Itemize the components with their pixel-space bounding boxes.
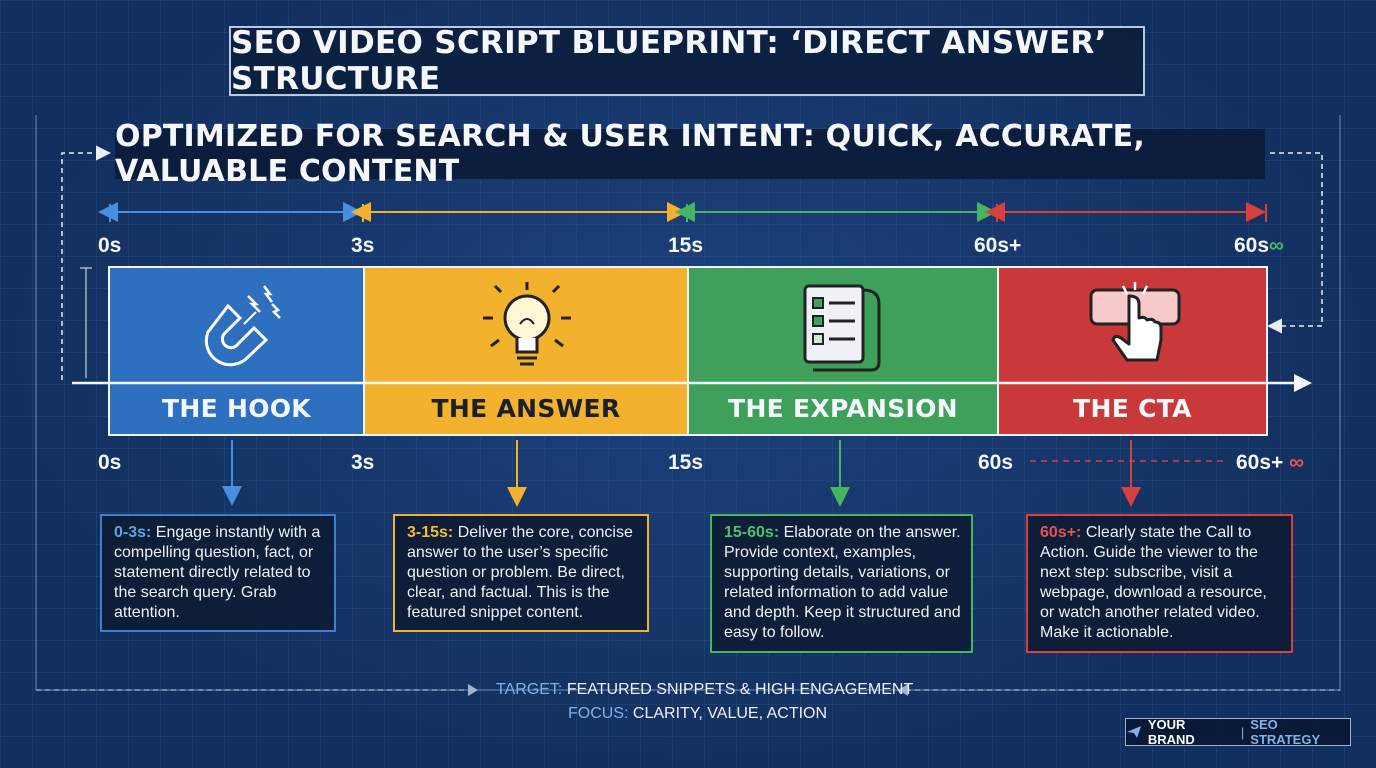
- description-hook: 0-3s: Engage instantly with a compelling…: [100, 514, 336, 632]
- footer-target: TARGET: FEATURED SNIPPETS & HIGH ENGAGEM…: [496, 681, 914, 698]
- paper-plane-icon: [1127, 726, 1141, 738]
- brand-name: YOUR BRAND: [1147, 717, 1195, 747]
- magnet-icon: [204, 285, 281, 367]
- segment-hook-label: THE HOOK: [162, 394, 311, 423]
- infinity-icon: ∞: [1289, 451, 1305, 474]
- segment-answer-label: THE ANSWER: [431, 394, 621, 423]
- checklist-icon: [803, 284, 881, 372]
- footer-focus: FOCUS: CLARITY, VALUE, ACTION: [568, 705, 828, 722]
- segment-expansion: THE EXPANSION: [687, 266, 999, 436]
- top-time-60: 60s∞: [1234, 234, 1285, 257]
- description-answer: 3-15s: Deliver the core, concise answer …: [393, 514, 649, 632]
- bottom-time-15: 15s: [668, 451, 704, 474]
- segment-expansion-label: THE EXPANSION: [728, 394, 958, 423]
- top-time-60plus: 60s+: [974, 234, 1022, 257]
- segment-cta-label: THE CTA: [1073, 394, 1192, 423]
- bottom-time-60: 60s: [978, 451, 1014, 474]
- segment-cta: THE CTA: [997, 266, 1268, 436]
- top-time-3: 3s: [351, 234, 375, 257]
- bottom-time-3: 3s: [351, 451, 375, 474]
- brand-tagline: SEO STRATEGY: [1250, 717, 1321, 747]
- brand-separator: |: [1240, 724, 1245, 740]
- bottom-time-0: 0s: [98, 451, 122, 474]
- click-icon: [1089, 282, 1181, 362]
- lightbulb-icon: [483, 282, 571, 366]
- bottom-time-60plus: 60s+ ∞: [1236, 451, 1305, 474]
- infinity-icon: ∞: [1269, 234, 1285, 257]
- brand-badge: YOUR BRAND | SEO STRATEGY: [1125, 717, 1351, 747]
- page-title: SEO VIDEO SCRIPT BLUEPRINT: ‘DIRECT ANSW…: [229, 25, 1145, 97]
- segment-hook: THE HOOK: [108, 266, 365, 436]
- top-time-0: 0s: [98, 234, 122, 257]
- description-cta: 60s+: Clearly state the Call to Action. …: [1026, 514, 1293, 653]
- segment-answer: THE ANSWER: [363, 266, 689, 436]
- top-time-15: 15s: [668, 234, 704, 257]
- description-expansion: 15-60s: Elaborate on the answer. Provide…: [710, 514, 973, 653]
